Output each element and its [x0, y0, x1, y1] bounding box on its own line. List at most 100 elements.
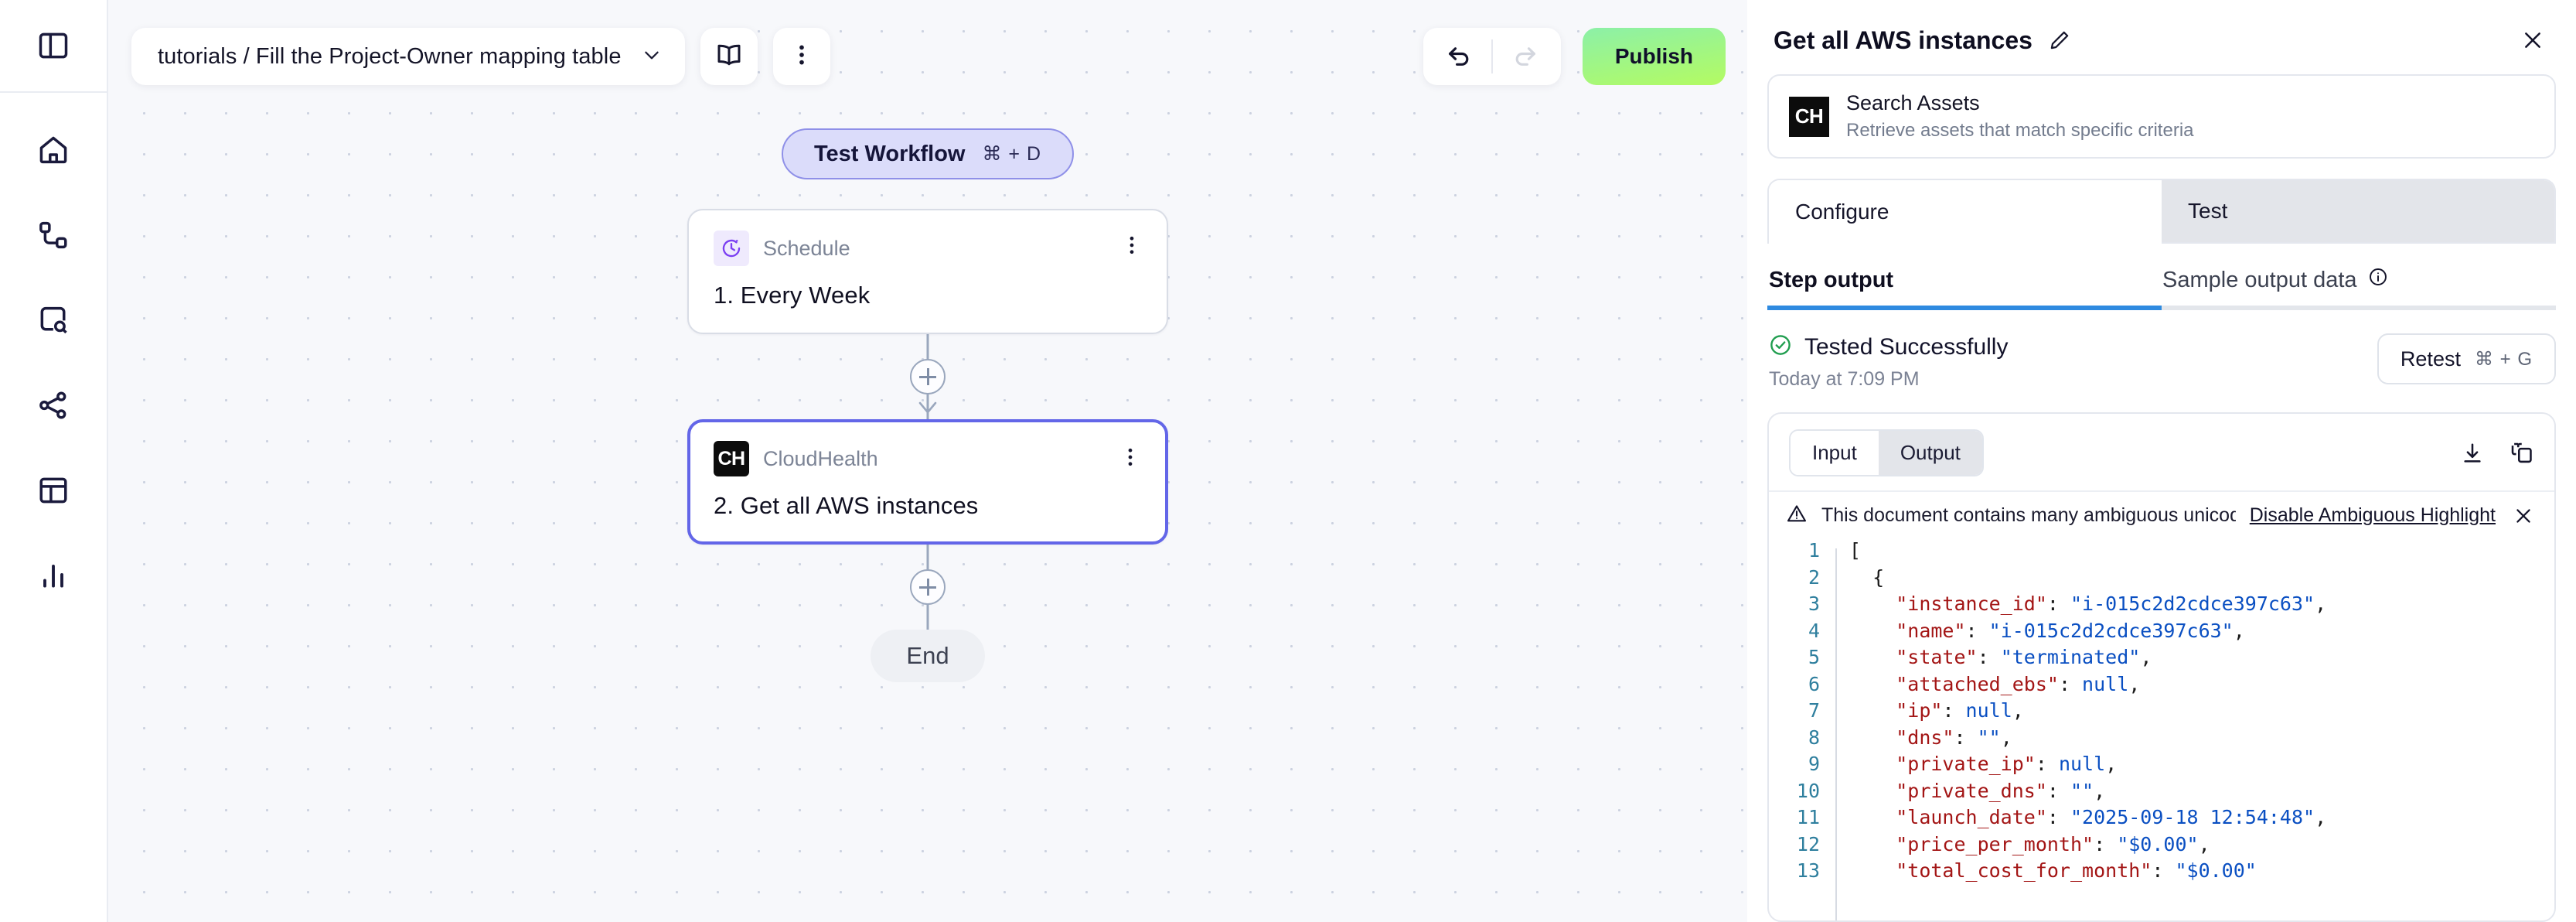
subtab-underline-track — [1767, 306, 2556, 310]
code-line: "private_ip": null, — [1896, 753, 2118, 775]
step-details-panel: Get all AWS instances CH Search Assets R… — [1747, 0, 2576, 922]
kebab-menu-icon — [789, 42, 815, 72]
page-title: Get all AWS instances — [1774, 26, 2033, 54]
line-number: 9 — [1808, 753, 1820, 775]
test-timestamp: Today at 7:09 PM — [1769, 368, 1920, 390]
info-icon[interactable] — [2368, 267, 2388, 293]
panel-subtabs: Step output Sample output data — [1767, 244, 2556, 310]
test-workflow-shortcut: ⌘ + D — [982, 143, 1042, 165]
sidebar-item-analytics[interactable] — [24, 546, 83, 605]
end-node-wrap: End — [687, 630, 1168, 682]
table-icon — [36, 473, 70, 507]
download-icon[interactable] — [2460, 441, 2485, 466]
workflow-canvas[interactable]: tutorials / Fill the Project-Owner mappi… — [108, 0, 1747, 922]
node-header: CH CloudHealth — [714, 441, 1142, 476]
cloudhealth-logo-icon: CH — [1789, 96, 1829, 137]
test-workflow-label: Test Workflow — [813, 141, 966, 166]
node-menu-button[interactable] — [1119, 446, 1142, 473]
toolbar-divider — [1491, 39, 1493, 73]
code-line: { — [1849, 565, 1885, 589]
test-workflow-button[interactable]: Test Workflow ⌘ + D — [781, 128, 1075, 179]
segment-input[interactable]: Input — [1791, 431, 1879, 475]
line-number: 6 — [1808, 672, 1820, 695]
sidebar-item-workflows[interactable] — [24, 206, 83, 265]
panel-toggle-icon — [36, 29, 70, 63]
sidebar-item-search-assets[interactable] — [24, 291, 83, 350]
retest-label: Retest — [2400, 347, 2461, 371]
docs-button[interactable] — [700, 28, 758, 85]
code-line: "name": "i-015c2d2cdce397c63", — [1896, 619, 2245, 642]
close-icon[interactable] — [2510, 504, 2537, 528]
node-title: 1. Every Week — [714, 282, 871, 309]
search-assets-icon — [36, 303, 70, 337]
tab-test[interactable]: Test — [2162, 180, 2554, 244]
sidebar-toggle-button[interactable] — [24, 16, 83, 75]
sidebar-item-integrations[interactable] — [24, 376, 83, 435]
test-status-line: Tested Successfully — [1769, 333, 2008, 360]
code-line: "attached_ebs": null, — [1896, 672, 2141, 695]
code-toolbar: Input Output — [1769, 414, 2554, 492]
tab-configure[interactable]: Configure — [1769, 180, 2162, 244]
undo-redo-group — [1423, 28, 1561, 85]
workflow-node-schedule[interactable]: Schedule 1. Every Week — [687, 209, 1168, 334]
retest-shortcut: ⌘ + G — [2474, 348, 2533, 370]
analytics-icon — [36, 558, 70, 592]
node-type-label: CloudHealth — [763, 446, 878, 470]
breadcrumb: tutorials / Fill the Project-Owner mappi… — [158, 43, 622, 69]
subtab-label: Step output — [1769, 267, 1894, 292]
code-line: "launch_date": "2025-09-18 12:54:48", — [1896, 806, 2327, 828]
copy-icon[interactable] — [2510, 441, 2534, 466]
home-icon — [36, 133, 70, 167]
status-badge: Tested Successfully — [1804, 333, 2009, 360]
sidebar-item-tables[interactable] — [24, 461, 83, 520]
test-status-row: Tested Successfully Today at 7:09 PM Ret… — [1767, 333, 2556, 391]
connector-1 — [687, 334, 1168, 419]
breadcrumb-dropdown[interactable]: tutorials / Fill the Project-Owner mappi… — [131, 28, 685, 85]
action-name: Search Assets — [1846, 91, 1980, 114]
check-circle-icon — [1769, 333, 1792, 360]
line-number: 4 — [1808, 619, 1820, 642]
undo-button[interactable] — [1437, 35, 1481, 78]
line-number: 13 — [1796, 859, 1820, 882]
connector-arrow-icon — [918, 401, 938, 419]
add-step-button-2[interactable] — [910, 569, 946, 605]
node-type-label: Schedule — [763, 236, 850, 260]
node-menu-button[interactable] — [1120, 234, 1143, 261]
code-line: "price_per_month": "$0.00", — [1896, 832, 2210, 855]
publish-button[interactable]: Publish — [1582, 28, 1726, 85]
node-title: 2. Get all AWS instances — [714, 492, 979, 519]
action-card[interactable]: CH Search Assets Retrieve assets that ma… — [1767, 74, 2556, 159]
code-line: "private_dns": "", — [1896, 779, 2106, 802]
line-number: 7 — [1808, 699, 1820, 722]
close-icon[interactable] — [2516, 23, 2550, 57]
segment-output[interactable]: Output — [1878, 431, 1982, 475]
line-number: 3 — [1808, 592, 1820, 615]
redo-button[interactable] — [1504, 35, 1547, 78]
disable-ambiguous-highlight-link[interactable]: Disable Ambiguous Highlight — [2249, 504, 2496, 526]
ambiguous-unicode-warning: This document contains many ambiguous un… — [1769, 492, 2554, 538]
rail-icon-list — [24, 93, 83, 605]
workflow-node-cloudhealth[interactable]: CH CloudHealth 2. Get all AWS instances — [687, 419, 1168, 545]
end-node: End — [871, 630, 985, 682]
subtab-underline-active — [1767, 306, 2162, 310]
redo-icon — [1511, 41, 1539, 73]
sidebar-item-home[interactable] — [24, 121, 83, 179]
canvas-toolbar: tutorials / Fill the Project-Owner mappi… — [131, 28, 1726, 85]
subtab-step-output[interactable]: Step output — [1767, 244, 2162, 310]
add-step-button-1[interactable] — [910, 359, 946, 394]
retest-button[interactable]: Retest ⌘ + G — [2377, 333, 2556, 384]
code-line: "ip": null, — [1896, 699, 2024, 722]
left-nav-rail — [0, 0, 108, 922]
subtab-sample-output-data[interactable]: Sample output data — [2162, 244, 2556, 310]
line-number: 5 — [1808, 646, 1820, 668]
line-number: 1 — [1808, 539, 1820, 562]
panel-header: Get all AWS instances — [1767, 20, 2556, 57]
book-icon — [714, 40, 744, 73]
code-content[interactable]: [ { "instance_id": "i-015c2d2cdce397c63"… — [1835, 538, 2554, 920]
line-number: 12 — [1796, 832, 1820, 855]
pencil-icon[interactable] — [2048, 29, 2071, 52]
cloudhealth-logo-icon: CH — [714, 441, 749, 476]
canvas-more-button[interactable] — [772, 28, 830, 85]
